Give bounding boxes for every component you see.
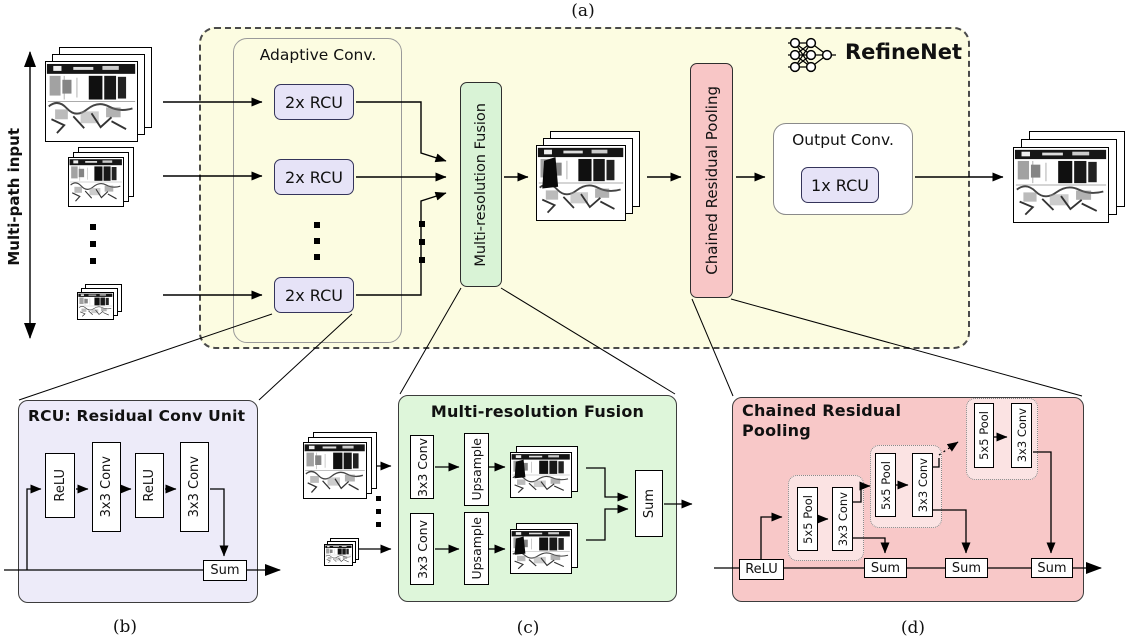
- output-conv-title: Output Conv.: [792, 131, 894, 149]
- sum-box: Sum: [864, 558, 907, 578]
- conv3x3-box: 3x3 Conv: [1011, 403, 1032, 468]
- sum-box: Sum: [945, 558, 988, 578]
- pool5x5-box: 5x5 Pool: [797, 487, 818, 551]
- rcu-box-2: 2x RCU: [274, 159, 354, 195]
- conv3x3-box: 3x3 Conv: [180, 442, 209, 532]
- refinenet-title: RefineNet: [845, 40, 963, 64]
- fusion-input-image-small: [324, 538, 359, 566]
- panel-letter-b: (b): [112, 617, 138, 637]
- input-image-stack-large: [45, 47, 152, 142]
- scene-sketch-image: [68, 157, 124, 207]
- chained-residual-pooling-bar: Chained Residual Pooling: [690, 63, 733, 298]
- input-image-stack-small: [77, 284, 122, 320]
- fusion-detail-title: Multi-resolution Fusion: [430, 402, 645, 421]
- sum-box: Sum: [203, 560, 247, 581]
- sum-box: Sum: [1031, 558, 1073, 578]
- conv3x3-box: 3x3 Conv: [410, 435, 434, 499]
- pooling-detail-title-line1: Chained Residual: [742, 401, 902, 420]
- upsample-box: Upsample: [464, 433, 489, 506]
- panel-letter-d: (d): [900, 618, 926, 638]
- adaptive-conv-title: Adaptive Conv.: [259, 46, 377, 64]
- sum-box: Sum: [635, 470, 663, 537]
- neural-network-icon: [788, 37, 836, 73]
- fused-feature-image-stack: [536, 131, 640, 221]
- rcu-box-1: 2x RCU: [274, 84, 354, 120]
- scene-sketch-image: [510, 529, 572, 574]
- scene-sketch-image: [303, 442, 367, 499]
- relu-box: ReLU: [739, 559, 784, 580]
- scene-sketch-image: [324, 544, 353, 566]
- upsampled-image-2: [510, 517, 584, 574]
- upsampled-image-1: [510, 440, 584, 498]
- rcu-detail-title: RCU: Residual Conv Unit: [28, 407, 246, 425]
- conv3x3-box: 3x3 Conv: [410, 513, 434, 585]
- output-rcu-box: 1x RCU: [801, 167, 879, 203]
- scene-sketch-image: [45, 61, 138, 142]
- pool5x5-box: 5x5 Pool: [875, 453, 896, 517]
- relu-box: ReLU: [135, 453, 164, 518]
- upsample-box: Upsample: [464, 512, 489, 585]
- multipath-input-label: Multi-path input: [5, 128, 23, 266]
- panel-letter-c: (c): [516, 618, 540, 638]
- pool5x5-box: 5x5 Pool: [974, 403, 994, 468]
- relu-box: ReLU: [45, 453, 75, 518]
- conv3x3-box: 3x3 Conv: [912, 453, 933, 517]
- scene-sketch-image: [536, 145, 626, 221]
- conv3x3-box: 3x3 Conv: [832, 487, 853, 551]
- pooling-detail-title-line2: Pooling: [742, 421, 811, 440]
- scene-sketch-image: [510, 452, 572, 498]
- rcu-box-3: 2x RCU: [274, 277, 354, 313]
- input-image-stack-medium: [68, 147, 134, 207]
- panel-letter-a: (a): [571, 1, 595, 21]
- multi-resolution-fusion-bar: Multi-resolution Fusion: [460, 82, 502, 287]
- fusion-input-image-large: [303, 432, 377, 499]
- conv3x3-box: 3x3 Conv: [92, 442, 121, 532]
- scene-sketch-image: [77, 292, 114, 320]
- output-image-stack: [1013, 131, 1125, 223]
- scene-sketch-image: [1013, 147, 1109, 223]
